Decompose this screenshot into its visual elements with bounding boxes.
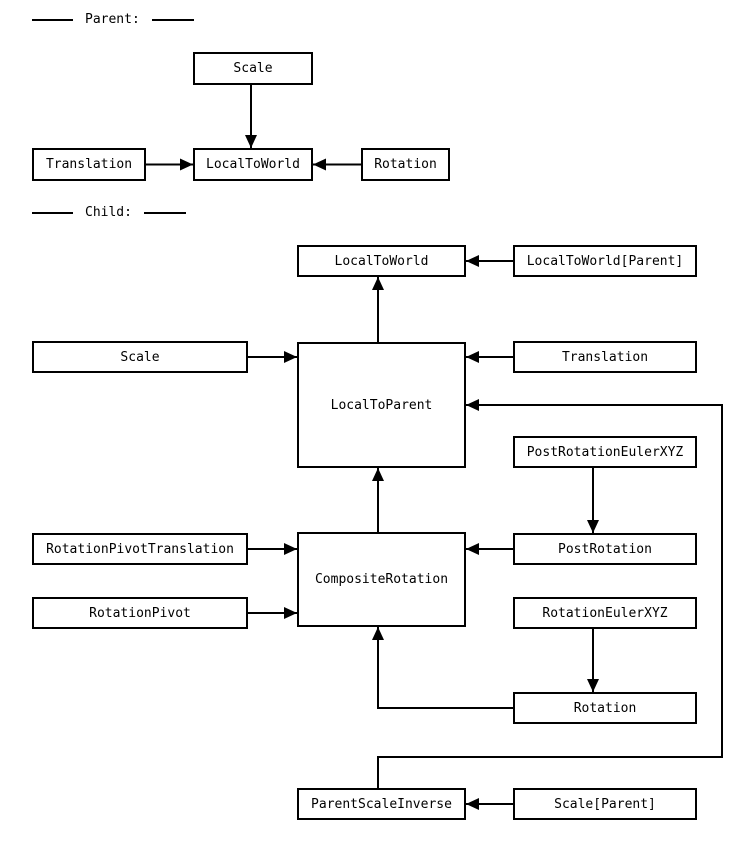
node-label: ParentScaleInverse: [311, 796, 452, 812]
node-label: RotationPivotTranslation: [46, 541, 234, 557]
node-label: LocalToWorld: [206, 157, 300, 172]
edge-rotation-to-compositerotation: [372, 627, 513, 709]
node-child-rotation-pivot-translation: RotationPivotTranslation: [32, 533, 248, 565]
dash-line: [151, 18, 194, 21]
node-parent-scale: Scale: [193, 52, 313, 85]
node-child-scale: Scale: [32, 341, 248, 373]
node-label: PostRotation: [558, 541, 652, 557]
child-section-title: Child:: [85, 205, 132, 220]
node-label: Rotation: [374, 157, 437, 172]
node-label: LocalToWorld: [334, 253, 429, 269]
node-child-rotation: Rotation: [513, 692, 697, 724]
node-child-composite-rotation: CompositeRotation: [297, 532, 466, 627]
node-child-translation: Translation: [513, 341, 697, 373]
node-label: Scale: [120, 349, 160, 365]
node-child-post-rotation: PostRotation: [513, 533, 697, 565]
node-child-post-rotation-euler-xyz: PostRotationEulerXYZ: [513, 436, 697, 468]
node-label: CompositeRotation: [314, 572, 449, 587]
edge-parentscaleinverse-to-localtoparent: [377, 399, 723, 788]
node-child-local-to-world-parent: LocalToWorld[Parent]: [513, 245, 697, 277]
dash-line: [32, 18, 73, 21]
node-parent-rotation: Rotation: [361, 148, 450, 181]
child-section-label: Child:: [32, 205, 186, 220]
node-label: RotationEulerXYZ: [542, 605, 668, 621]
dash-line: [32, 211, 73, 214]
parent-section-label: Parent:: [32, 12, 194, 27]
node-parent-local-to-world: LocalToWorld: [193, 148, 313, 181]
node-label: Scale[Parent]: [554, 796, 656, 812]
node-label: LocalToParent: [330, 397, 433, 413]
node-child-rotation-euler-xyz: RotationEulerXYZ: [513, 597, 697, 629]
node-label: Scale: [233, 61, 273, 76]
node-child-parent-scale-inverse: ParentScaleInverse: [297, 788, 466, 820]
node-child-local-to-parent: LocalToParent: [297, 342, 466, 468]
node-child-rotation-pivot: RotationPivot: [32, 597, 248, 629]
node-label: RotationPivot: [89, 605, 191, 621]
node-label: Translation: [45, 157, 133, 172]
node-label: PostRotationEulerXYZ: [526, 444, 684, 460]
dash-line: [143, 211, 186, 214]
node-label: Rotation: [573, 700, 637, 716]
node-label: Translation: [561, 349, 649, 365]
node-label: LocalToWorld[Parent]: [526, 253, 684, 269]
node-child-local-to-world: LocalToWorld: [297, 245, 466, 277]
parent-section-title: Parent:: [85, 12, 140, 27]
node-child-scale-parent: Scale[Parent]: [513, 788, 697, 820]
node-parent-translation: Translation: [32, 148, 146, 181]
